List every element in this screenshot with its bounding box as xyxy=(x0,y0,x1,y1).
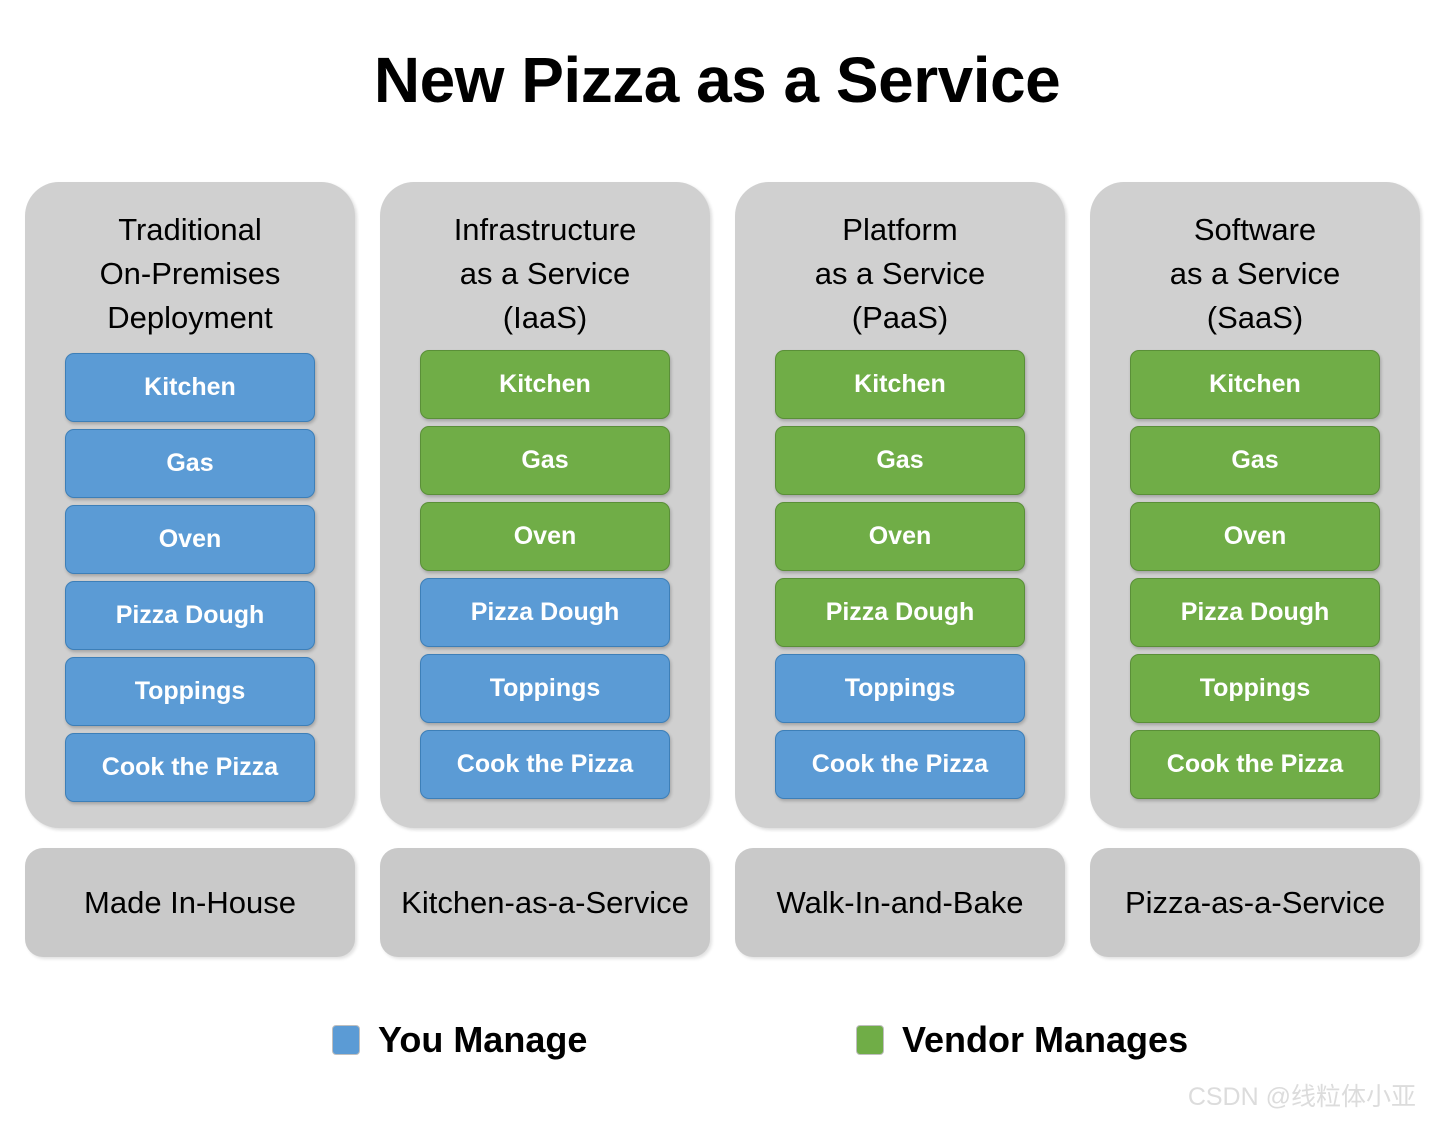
layer-box: Toppings xyxy=(1130,654,1380,723)
layer-box: Gas xyxy=(65,429,315,498)
layer-box: Cook the Pizza xyxy=(420,730,670,799)
column-header: Infrastructure as a Service (IaaS) xyxy=(453,212,637,335)
layer-box: Cook the Pizza xyxy=(65,733,315,802)
column-header: Traditional On-Premises Deployment xyxy=(99,212,281,335)
watermark: CSDN @线粒体小亚 xyxy=(1187,1083,1416,1111)
page-title: New Pizza as a Service xyxy=(373,44,1061,116)
layer-box: Kitchen xyxy=(65,353,315,422)
layer-box: Pizza Dough xyxy=(420,578,670,647)
layer-box: Pizza Dough xyxy=(775,578,1025,647)
legend-label-you-manage: You Manage xyxy=(378,1019,588,1060)
column-footer-label: Made In-House xyxy=(25,848,355,957)
legend-swatch-green-icon xyxy=(856,1025,884,1055)
layer-box: Kitchen xyxy=(1130,350,1380,419)
layer-box: Kitchen xyxy=(420,350,670,419)
layer-box: Toppings xyxy=(65,657,315,726)
layer-box: Gas xyxy=(420,426,670,495)
layer-box: Oven xyxy=(65,505,315,574)
column-header: Platform as a Service (PaaS) xyxy=(814,212,986,335)
legend-label-vendor-manages: Vendor Manages xyxy=(902,1019,1189,1060)
layer-box: Cook the Pizza xyxy=(1130,730,1380,799)
legend: You Manage Vendor Manages xyxy=(0,1014,1434,1066)
layer-box: Oven xyxy=(420,502,670,571)
layer-box: Gas xyxy=(775,426,1025,495)
layer-box: Pizza Dough xyxy=(65,581,315,650)
layer-box: Toppings xyxy=(420,654,670,723)
layer-box: Oven xyxy=(1130,502,1380,571)
layer-box: Kitchen xyxy=(775,350,1025,419)
layer-box: Toppings xyxy=(775,654,1025,723)
column-footer-label: Pizza-as-a-Service xyxy=(1090,848,1420,957)
column-header: Software as a Service (SaaS) xyxy=(1169,212,1341,335)
layer-box: Cook the Pizza xyxy=(775,730,1025,799)
layer-box: Pizza Dough xyxy=(1130,578,1380,647)
legend-swatch-blue-icon xyxy=(332,1025,360,1055)
legend-item-vendor-manages: Vendor Manages xyxy=(856,1019,1188,1061)
legend-item-you-manage: You Manage xyxy=(332,1019,587,1061)
column-footer-label: Kitchen-as-a-Service xyxy=(380,848,710,957)
layer-box: Oven xyxy=(775,502,1025,571)
layer-box: Gas xyxy=(1130,426,1380,495)
column-footer-label: Walk-In-and-Bake xyxy=(735,848,1065,957)
service-model-column: Infrastructure as a Service (IaaS) Kitche… xyxy=(380,182,710,828)
